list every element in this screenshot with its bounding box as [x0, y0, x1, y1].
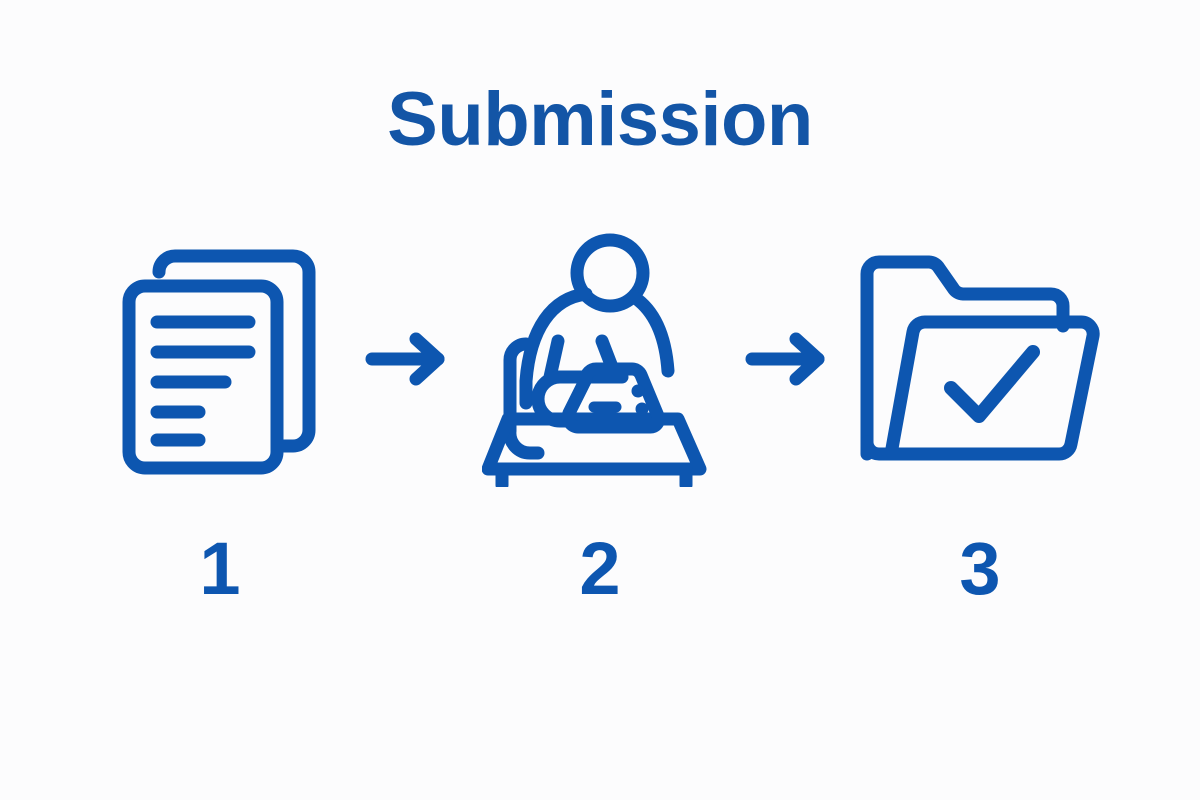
step-3: 3 — [855, 224, 1105, 606]
step-1: 1 — [95, 224, 345, 606]
steps-row: 1 — [70, 224, 1130, 606]
page-title: Submission — [387, 77, 813, 162]
connector-1 — [345, 224, 475, 494]
arrow-right-icon — [744, 331, 836, 387]
step-3-icon-wrap — [855, 224, 1105, 494]
step-1-icon-wrap — [115, 224, 325, 494]
documents-icon — [115, 234, 325, 484]
step-1-number: 1 — [199, 527, 241, 610]
arrow-right-icon — [364, 331, 456, 387]
folder-check-icon — [855, 248, 1105, 470]
step-2-icon-wrap — [482, 224, 718, 494]
person-at-desk-icon — [482, 231, 718, 487]
step-2-number: 2 — [579, 527, 621, 610]
step-3-number: 3 — [959, 527, 1001, 610]
step-2: 2 — [475, 224, 725, 606]
connector-2 — [725, 224, 855, 494]
